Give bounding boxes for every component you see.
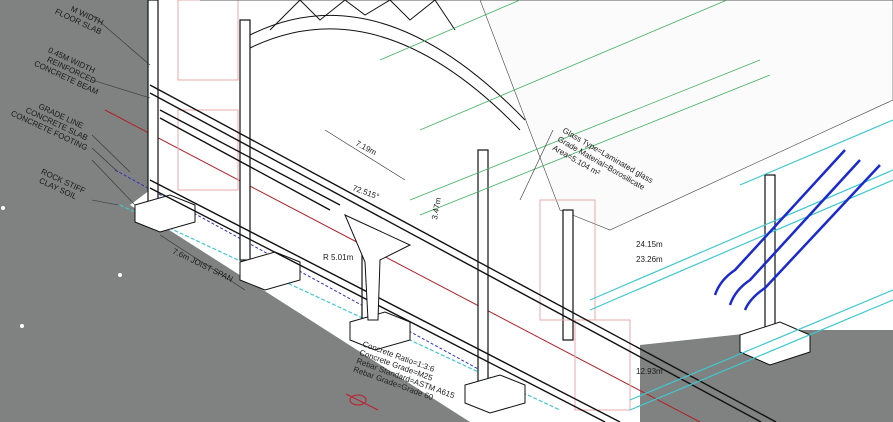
crosshair-cursor-icon[interactable] [345, 393, 379, 411]
roof-area [479, 0, 893, 231]
glazing [379, 0, 771, 216]
dim-level-1: 24.15m [636, 240, 663, 249]
footings [134, 194, 811, 414]
escalator [713, 149, 881, 311]
point-markers [1, 206, 122, 328]
right-slab-edges [589, 119, 893, 411]
dim-height: 3.47m [430, 197, 443, 221]
roof-truss [200, 0, 893, 131]
grade-line [104, 109, 701, 422]
stair-towers [177, 0, 631, 411]
dim-level-2: 23.26m [636, 255, 663, 264]
slab-line [114, 169, 481, 371]
y-column [344, 214, 412, 321]
dim-level-3: 12.93m [636, 367, 663, 376]
leader-lines [91, 14, 554, 291]
dim-radius: R 5.01m [323, 253, 354, 262]
